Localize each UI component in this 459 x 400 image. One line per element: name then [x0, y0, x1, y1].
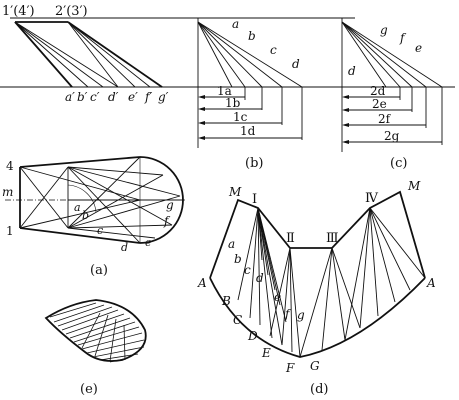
b-point-b: b	[248, 29, 256, 43]
d-label-M-right: M	[407, 179, 421, 193]
d-point-D: D	[247, 329, 258, 343]
point-g-prime: g′	[158, 90, 169, 104]
point-a-prime: a′	[65, 90, 75, 104]
c-point-g: g	[380, 23, 388, 37]
c-caption: (c)	[390, 156, 407, 171]
panel-c: g f e d 2d 2e 2f 2g (c)	[341, 18, 443, 171]
d-roman-4: Ⅳ	[365, 191, 379, 206]
point-e-prime: e′	[128, 90, 138, 104]
panel-e: (e)	[44, 299, 147, 397]
b-caption: (b)	[245, 156, 263, 171]
a-point-b: b	[82, 209, 89, 222]
b-point-d: d	[292, 57, 300, 71]
a-point-c: c	[97, 224, 103, 237]
d-label-M-left: M	[228, 185, 242, 199]
b-dim-1d: 1d	[240, 124, 256, 138]
a-label-1: 1	[6, 224, 14, 238]
label-1-4: 1′(4′)	[2, 4, 35, 19]
c-dim-2f: 2f	[378, 112, 392, 126]
a-label-4: 4	[6, 159, 14, 173]
d-point-E: E	[261, 346, 271, 360]
b-dim-1c: 1c	[233, 110, 248, 124]
d-point-f1: f	[284, 307, 292, 321]
b-dim-1b: 1b	[225, 96, 241, 110]
a-label-m: m	[2, 185, 13, 199]
a-point-e: e	[145, 236, 152, 249]
e-caption: (e)	[80, 382, 98, 397]
a-point-g: g	[166, 198, 174, 212]
point-f-prime: f′	[144, 90, 152, 104]
a-point-d: d	[121, 241, 128, 254]
point-c-prime: c′	[90, 90, 100, 104]
panel-b: a b c d 1a 1b 1c 1d (b)	[197, 17, 303, 171]
c-dim-2d: 2d	[370, 84, 386, 98]
d-point-c1: c	[244, 263, 251, 277]
d-point-C: C	[233, 313, 242, 327]
point-d-prime: d′	[108, 90, 119, 104]
c-point-e: e	[415, 41, 422, 55]
d-point-d1: d	[256, 271, 264, 285]
b-point-a: a	[232, 17, 239, 31]
d-point-F: F	[285, 361, 295, 375]
c-point-d: d	[348, 64, 356, 78]
d-point-g1: g	[297, 308, 305, 322]
c-dim-2g: 2g	[384, 129, 400, 143]
d-point-a1: a	[228, 237, 235, 251]
a-point-f: f	[163, 214, 171, 228]
c-point-f: f	[399, 31, 407, 45]
d-roman-2: Ⅱ	[286, 231, 295, 246]
a-point-a: a	[74, 201, 81, 214]
d-roman-1: Ⅰ	[252, 192, 257, 207]
panel-a: 4 m 1 a b c d e f g (a)	[2, 156, 185, 278]
d-point-B: B	[221, 294, 231, 308]
d-point-b1: b	[234, 252, 242, 266]
point-b-prime: b′	[77, 90, 88, 104]
top-projection: 1′(4′) 2′(3′) a′ b′ c′ d′ e′ f′ g′	[0, 4, 455, 104]
d-point-A-right: A	[426, 276, 436, 290]
b-dim-1a: 1a	[217, 84, 232, 98]
c-dim-2e: 2e	[372, 97, 387, 111]
d-caption: (d)	[310, 382, 328, 397]
label-2-3: 2′(3′)	[55, 4, 88, 19]
d-point-G: G	[310, 359, 320, 373]
d-point-e1: e	[274, 290, 281, 304]
a-caption: (a)	[90, 263, 108, 278]
d-roman-3: Ⅲ	[326, 231, 339, 246]
d-point-A-left: A	[197, 276, 207, 290]
b-point-c: c	[270, 43, 277, 57]
panel-d: M M Ⅰ Ⅱ Ⅲ Ⅳ a b c d e f g A B C D E F G …	[197, 179, 436, 397]
